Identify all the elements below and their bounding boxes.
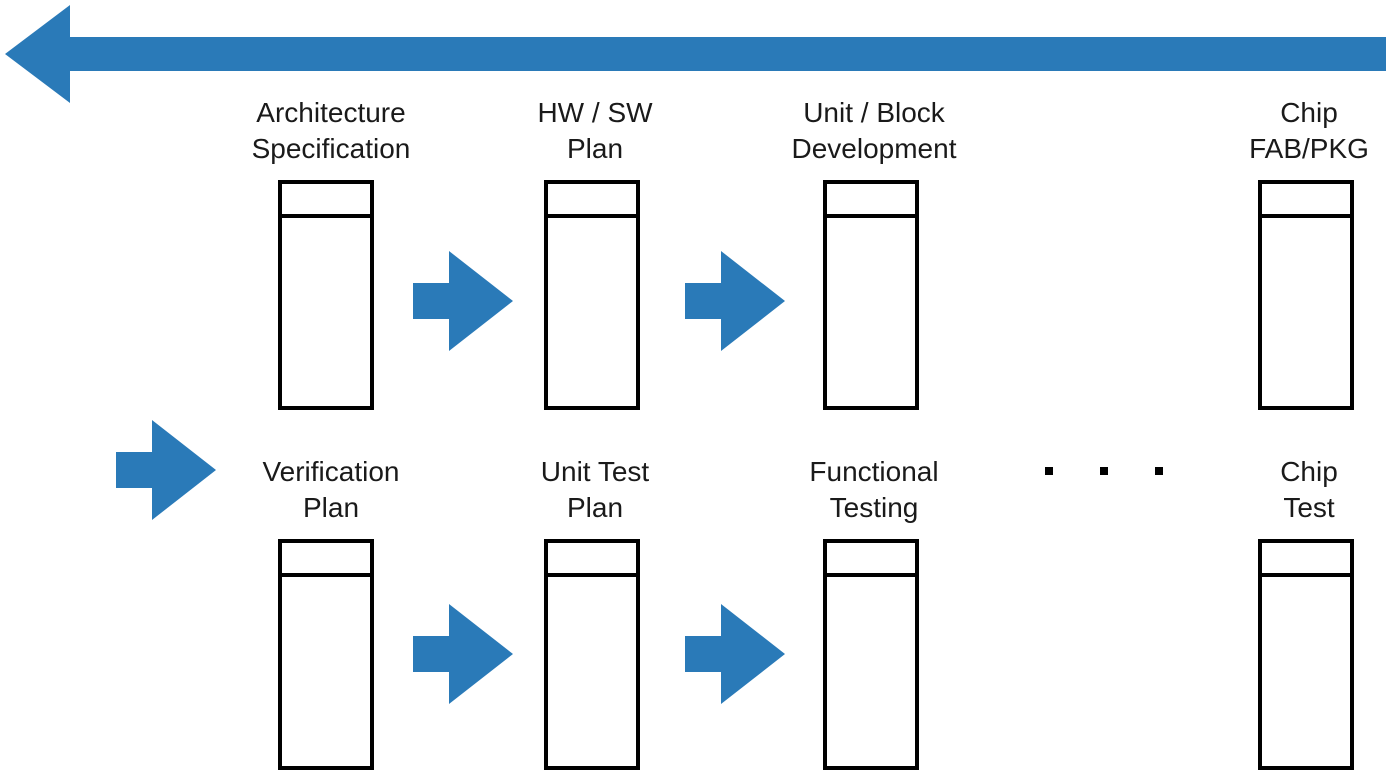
stage-label-verification-plan: Verification Plan	[262, 456, 400, 523]
card-header	[282, 543, 370, 577]
card-header	[827, 184, 915, 218]
stage-label-unit-test-plan: Unit Test Plan	[540, 456, 650, 523]
stage-card-architecture-specification	[278, 180, 374, 410]
ellipsis-dot	[1045, 467, 1053, 475]
stage-card-verification-plan	[278, 539, 374, 770]
stage-label-architecture-specification: Architecture Specification	[251, 97, 411, 164]
card-header	[282, 184, 370, 218]
stage-label-chip-fab-pkg: Chip FAB/PKG	[1249, 97, 1369, 164]
stage-card-unit-test-plan	[544, 539, 640, 770]
card-header	[548, 543, 636, 577]
stage-card-functional-testing	[823, 539, 919, 770]
card-header	[548, 184, 636, 218]
stage-label-chip-test: Chip Test	[1280, 456, 1338, 523]
timeline-left-arrow	[5, 5, 1386, 103]
stage-card-chip-fab-pkg	[1258, 180, 1354, 410]
flow-arrow-top-2	[685, 251, 785, 351]
flow-arrow-top-1	[413, 251, 513, 351]
flow-arrow-entry	[116, 420, 216, 520]
card-header	[827, 543, 915, 577]
stage-card-hw-sw-plan	[544, 180, 640, 410]
stage-label-functional-testing: Functional Testing	[809, 456, 939, 523]
flow-arrow-bottom-1	[413, 604, 513, 704]
card-header	[1262, 543, 1350, 577]
ellipsis-dot	[1100, 467, 1108, 475]
flow-arrow-bottom-2	[685, 604, 785, 704]
ellipsis-dot	[1155, 467, 1163, 475]
card-header	[1262, 184, 1350, 218]
stage-label-hw-sw-plan: HW / SW Plan	[537, 97, 653, 164]
stage-card-chip-test	[1258, 539, 1354, 770]
stage-label-unit-block-development: Unit / Block Development	[791, 97, 957, 164]
stage-card-unit-block-development	[823, 180, 919, 410]
